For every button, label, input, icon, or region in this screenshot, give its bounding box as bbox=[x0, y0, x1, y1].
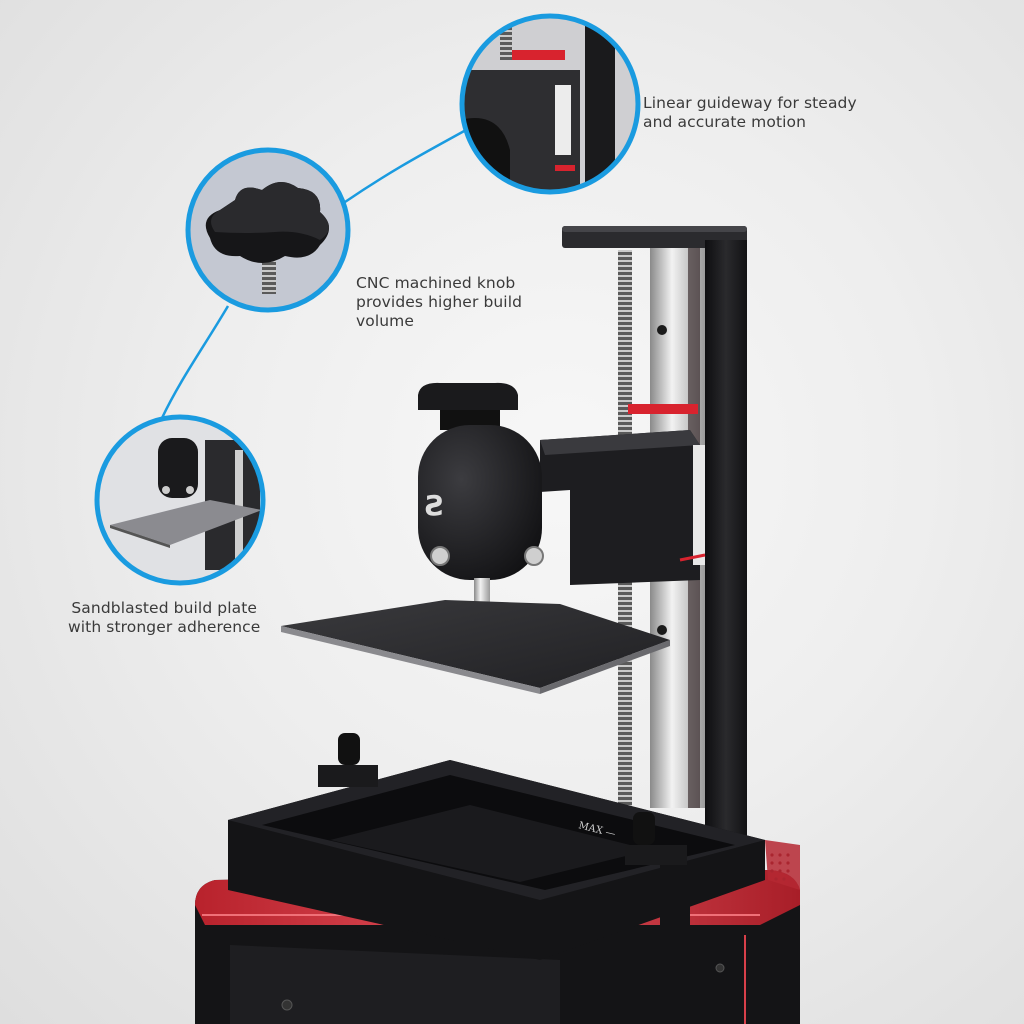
z-carriage bbox=[540, 430, 706, 585]
callout-line: volume bbox=[356, 312, 415, 330]
logo-glyph: Ƨ bbox=[425, 489, 445, 522]
callout-line: and accurate motion bbox=[643, 113, 807, 131]
callout-line: with stronger adherence bbox=[68, 618, 261, 636]
callout-line: CNC machined knob bbox=[356, 274, 516, 292]
callout-connector-lines bbox=[160, 128, 467, 419]
callout-line: Linear guideway for steady bbox=[643, 94, 857, 112]
callout-image-guideway bbox=[459, 13, 641, 195]
callout-label-plate: Sandblasted build plate with stronger ad… bbox=[68, 599, 260, 637]
callout-line: Sandblasted build plate bbox=[71, 599, 258, 617]
callout-label-knob: CNC machined knob provides higher build … bbox=[356, 274, 522, 331]
callout-image-knob bbox=[185, 147, 351, 313]
resin-vat: MAX — bbox=[228, 733, 765, 975]
build-plate bbox=[281, 600, 670, 694]
print-head: Ƨ bbox=[418, 382, 544, 608]
callout-image-plate bbox=[94, 414, 266, 586]
callout-line: provides higher build bbox=[356, 293, 523, 311]
callout-label-guideway: Linear guideway for steady and accurate … bbox=[643, 94, 857, 132]
